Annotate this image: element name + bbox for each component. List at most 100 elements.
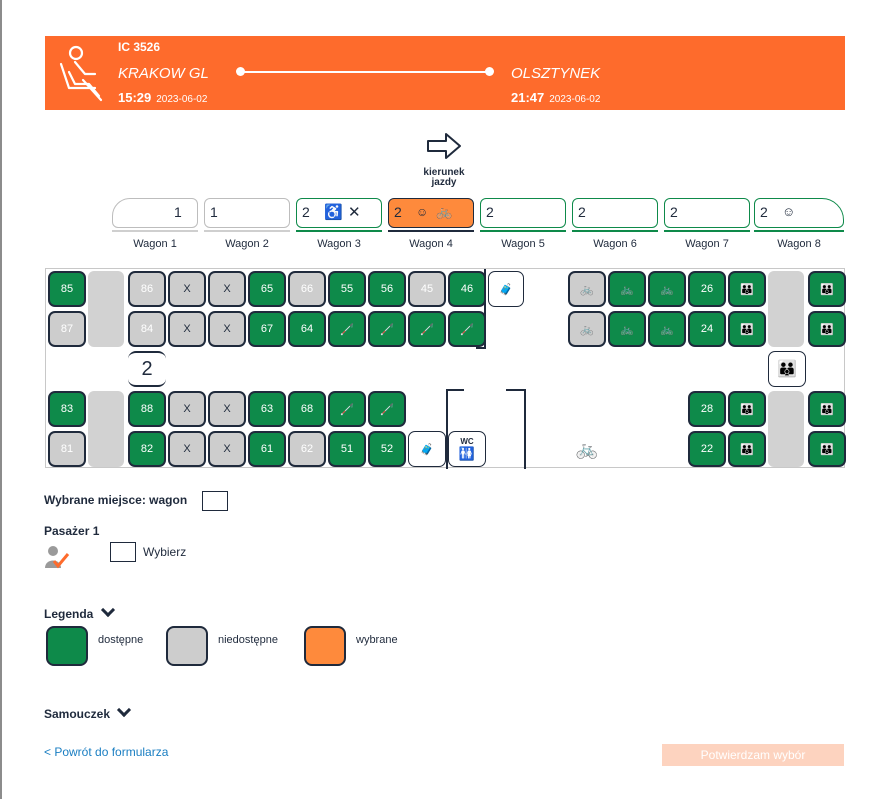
bicycle-icon[interactable]: 🚲 — [648, 311, 686, 347]
route-line — [240, 71, 490, 73]
legend-available-swatch — [46, 626, 88, 666]
seat-disabled-icon[interactable]: 🦯 — [408, 311, 446, 347]
wagon-8-label[interactable]: Wagon 8 — [777, 238, 821, 250]
legend-available-label: dostępne — [98, 634, 144, 646]
family-icon: ☺ — [782, 204, 796, 219]
tutorial-toggle[interactable]: Samouczek — [44, 702, 132, 721]
route-start-dot — [236, 67, 245, 76]
wagon-5-label[interactable]: Wagon 5 — [501, 238, 545, 250]
wagon-6-label[interactable]: Wagon 6 — [593, 238, 637, 250]
back-to-form-link[interactable]: < Powrót do formularza — [44, 745, 169, 759]
seat[interactable]: 56 — [368, 271, 406, 307]
seat[interactable]: 28 — [688, 391, 726, 427]
seat-blocked: X — [168, 431, 206, 467]
wc-label: WC — [460, 436, 474, 446]
family-seat-icon[interactable]: 👪 — [808, 271, 846, 307]
direction-indicator: kierunek jazdy — [415, 132, 473, 188]
seat[interactable]: 65 — [248, 271, 286, 307]
seat[interactable]: 46 — [448, 271, 486, 307]
route-end-dot — [485, 67, 494, 76]
wagon-7-label[interactable]: Wagon 7 — [685, 238, 729, 250]
wagon-3-label[interactable]: Wagon 3 — [317, 238, 361, 250]
seat[interactable]: 55 — [328, 271, 366, 307]
passenger-check-icon — [45, 546, 70, 569]
seat: 66 — [288, 271, 326, 307]
seat[interactable]: 82 — [128, 431, 166, 467]
wagon-1-class: 1 — [174, 204, 182, 220]
train-number: IC 3526 — [118, 40, 161, 54]
legend-toggle[interactable]: Legenda — [44, 602, 115, 621]
seat[interactable]: 63 — [248, 391, 286, 427]
family-seat-icon[interactable]: 👪 — [808, 311, 846, 347]
table — [88, 271, 124, 347]
seat[interactable]: 51 — [328, 431, 366, 467]
seat-disabled-icon[interactable]: 🦯 — [328, 311, 366, 347]
legend-unavailable-label: niedostępne — [218, 634, 278, 646]
passenger-seat-checkbox[interactable] — [110, 542, 136, 562]
wagon-2-label[interactable]: Wagon 2 — [225, 238, 269, 250]
legend-title: Legenda — [44, 607, 94, 621]
confirm-button[interactable]: Potwierdzam wybór — [662, 744, 844, 766]
seat[interactable]: 61 — [248, 431, 286, 467]
seat-blocked: X — [208, 391, 246, 427]
partition-wall — [476, 347, 486, 349]
legend-selected-label: wybrane — [356, 634, 398, 646]
partition-wall — [506, 389, 526, 391]
family-seat-icon[interactable]: 👪 — [728, 271, 766, 307]
family-seat-icon[interactable]: 👪 — [728, 311, 766, 347]
wagon-5[interactable]: 2 — [480, 198, 566, 232]
bicycle-icon: 🚲 — [568, 271, 606, 307]
seat[interactable]: 67 — [248, 311, 286, 347]
seat-blocked: X — [168, 391, 206, 427]
bicycle-icon[interactable]: 🚲 — [608, 311, 646, 347]
bicycle-icon: 🚲 — [436, 204, 453, 219]
wagon-2[interactable]: 1 — [204, 198, 290, 232]
seat-blocked: X — [168, 271, 206, 307]
wagon-5-class: 2 — [486, 204, 494, 220]
wagon-4-label[interactable]: Wagon 4 — [409, 238, 453, 250]
seat-blocked: X — [208, 311, 246, 347]
wagon-1-label[interactable]: Wagon 1 — [133, 238, 177, 250]
wagon-1[interactable]: 1 — [112, 198, 198, 232]
seat-disabled-icon[interactable]: 🦯 — [448, 311, 486, 347]
family-seat-icon[interactable]: 👪 — [808, 391, 846, 427]
selected-wagon-field — [202, 491, 228, 511]
family-seat-icon[interactable]: 👪 — [728, 431, 766, 467]
arrow-right-icon — [427, 133, 461, 159]
wagon-7[interactable]: 2 — [664, 198, 750, 232]
seat[interactable]: 24 — [688, 311, 726, 347]
seat[interactable]: 64 — [288, 311, 326, 347]
wagon-3[interactable]: 2 ♿ ✕ — [296, 198, 382, 232]
wagon-6[interactable]: 2 — [572, 198, 658, 232]
direction-label-line2: jazdy — [431, 177, 457, 188]
family-seat-icon[interactable]: 👪 — [808, 431, 846, 467]
seat[interactable]: 68 — [288, 391, 326, 427]
passenger-seat-icon — [59, 45, 103, 102]
bicycle-icon[interactable]: 🚲 — [648, 271, 686, 307]
seat[interactable]: 22 — [688, 431, 726, 467]
seat[interactable]: 83 — [48, 391, 86, 427]
arrival-time: 21:47 — [511, 90, 545, 105]
seat-disabled-icon[interactable]: 🦯 — [328, 391, 366, 427]
wagon-8[interactable]: 2 ☺ — [754, 198, 844, 232]
seat[interactable]: 26 — [688, 271, 726, 307]
chevron-down-icon — [117, 702, 132, 718]
luggage-icon: 🧳 — [408, 431, 446, 467]
seat-map: 85 87 86 84 X X X X 65 67 66 64 55 🦯 56 … — [45, 268, 846, 469]
seat-blocked: X — [208, 271, 246, 307]
wheelchair-icon: ♿ — [324, 204, 343, 221]
seat-blocked: X — [168, 311, 206, 347]
bicycle-icon[interactable]: 🚲 — [608, 271, 646, 307]
wagon-3-class: 2 — [302, 204, 310, 220]
seat: 62 — [288, 431, 326, 467]
seat[interactable]: 52 — [368, 431, 406, 467]
wagon-2-class: 1 — [210, 204, 218, 220]
seat[interactable]: 85 — [48, 271, 86, 307]
family-seat-icon[interactable]: 👪 — [728, 391, 766, 427]
seat-disabled-icon[interactable]: 🦯 — [368, 311, 406, 347]
toilet-people-icon: 🚻 — [458, 445, 476, 461]
seat-disabled-icon[interactable]: 🦯 — [368, 391, 406, 427]
wagon-4[interactable]: 2 ☺ 🚲 — [388, 198, 474, 232]
seat[interactable]: 88 — [128, 391, 166, 427]
